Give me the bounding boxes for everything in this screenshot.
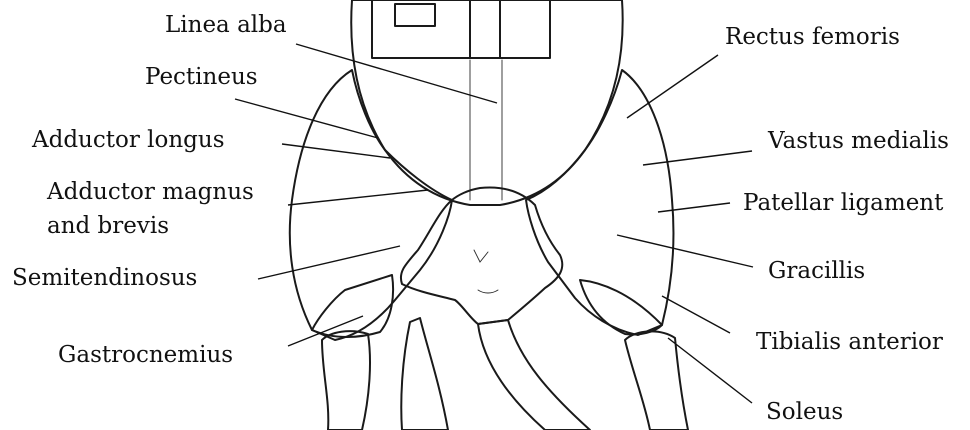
leader-adductor-magnus xyxy=(288,190,428,205)
left-foot xyxy=(322,331,370,430)
leader-patellar-ligament xyxy=(658,203,730,212)
left-shank xyxy=(401,318,448,430)
label-linea-alba: Linea alba xyxy=(165,12,287,38)
abdomen xyxy=(351,0,622,205)
label-semitendinosus: Semitendinosus xyxy=(12,265,197,291)
leader-linea-alba xyxy=(296,44,497,103)
illustration xyxy=(290,0,688,430)
label-pectineus: Pectineus xyxy=(145,64,258,90)
label-rectus-femoris: Rectus femoris xyxy=(725,24,900,50)
leader-tibialis-anterior xyxy=(662,296,730,333)
leader-pectineus xyxy=(235,99,378,138)
leader-gracillis xyxy=(617,235,753,267)
abdomen-box xyxy=(372,0,550,58)
label-vastus-medialis: Vastus medialis xyxy=(767,128,949,154)
right-thigh xyxy=(526,70,674,335)
left-thigh xyxy=(290,70,452,340)
right-calf xyxy=(580,280,662,335)
leader-semitendinosus xyxy=(258,246,400,279)
leader-soleus xyxy=(668,338,752,403)
label-soleus: Soleus xyxy=(766,399,843,425)
labels: Linea alba Pectineus Adductor longus Add… xyxy=(12,12,949,425)
left-calf xyxy=(312,275,393,337)
leader-adductor-longus xyxy=(282,144,390,158)
fur-area xyxy=(401,188,562,324)
tail xyxy=(478,320,590,430)
label-adductor-longus: Adductor longus xyxy=(31,127,225,153)
label-patellar-ligament: Patellar ligament xyxy=(743,190,944,216)
label-gastrocnemius: Gastrocnemius xyxy=(58,342,233,368)
label-gracillis: Gracillis xyxy=(768,258,865,284)
leader-vastus-medialis xyxy=(643,151,752,165)
label-tibialis-anterior: Tibialis anterior xyxy=(756,329,943,355)
label-adductor-magnus-line2: and brevis xyxy=(47,213,169,239)
label-adductor-magnus-line1: Adductor magnus xyxy=(46,179,254,205)
leader-rectus-femoris xyxy=(627,55,718,118)
